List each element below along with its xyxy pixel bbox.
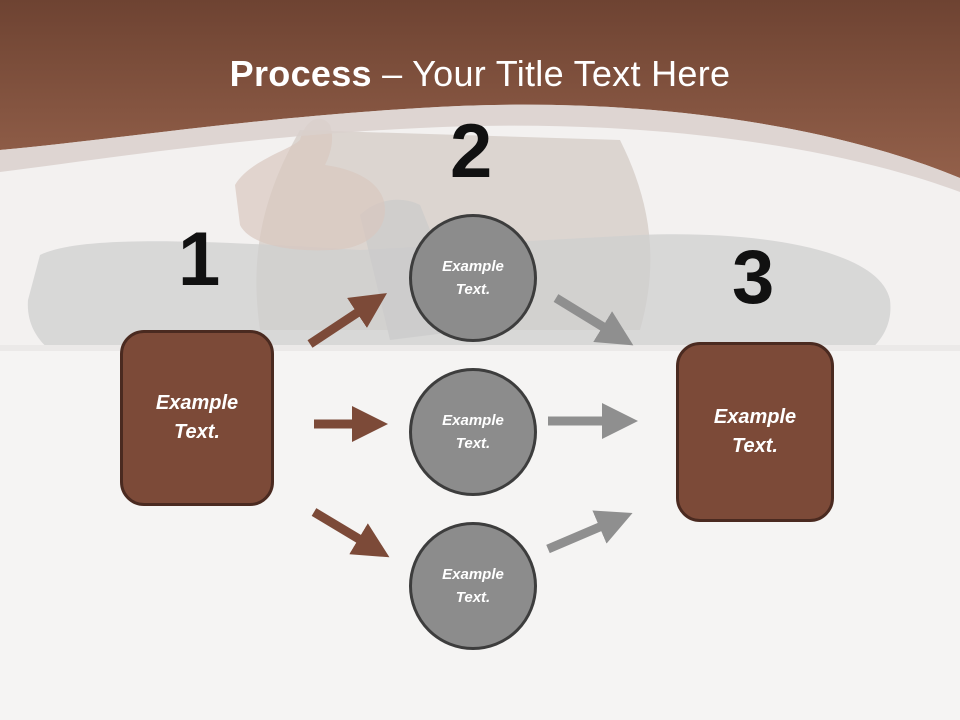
step-number-2: 2 [450,109,493,194]
step-3-box: Example Text. [676,342,834,522]
arrow-circle-1-to-3 [553,294,634,346]
slide-title: Process – Your Title Text Here [0,54,960,94]
circle-2: Example Text. [409,368,537,496]
arrow-1-to-circle-1 [307,293,388,348]
step-1-box: Example Text. [120,330,274,506]
circle-2-label: Example Text. [442,412,504,452]
circle-1: Example Text. [409,214,537,342]
circle-3: Example Text. [409,522,537,650]
arrow-circle-3-to-3 [546,510,633,554]
arrow-1-to-circle-3 [311,508,390,558]
step-3-label: Example Text. [713,406,797,457]
title-rest: – Your Title Text Here [371,53,731,94]
header-band [0,0,960,192]
circle-1-label: Example Text. [442,258,504,298]
step-number-3: 3 [732,235,775,320]
step-1-label: Example Text. [155,392,239,443]
circle-3-label: Example Text. [442,566,504,606]
title-bold: Process [229,53,372,94]
step-number-1: 1 [178,217,221,302]
